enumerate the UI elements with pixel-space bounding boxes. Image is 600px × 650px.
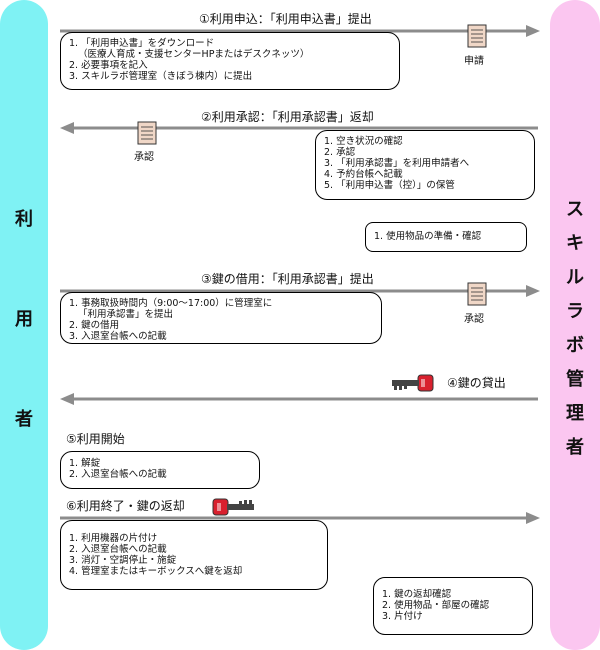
document-icon bbox=[467, 24, 487, 48]
step2-doc-caption: 承認 bbox=[134, 152, 154, 163]
step3-item-1: 1. 事務取扱時間内（9:00〜17:00）に管理室に bbox=[69, 298, 273, 309]
step6-user-box: 1. 利用機器の片付け 2. 入退室台帳への記載 3. 消灯・空調停止・施錠 4… bbox=[60, 520, 328, 590]
step2-item-5: 5. 「利用申込書（控）」の保管 bbox=[324, 180, 455, 191]
user-lane-char-3: 者 bbox=[15, 409, 33, 430]
step6-item-2: 2. 入退室台帳への記載 bbox=[69, 544, 167, 555]
step6-title: ⑥利用終了・鍵の返却 bbox=[66, 499, 185, 513]
step2-item-4: 4. 予約台帳へ記載 bbox=[324, 169, 403, 180]
user-lane-char-1: 利 bbox=[15, 209, 33, 230]
step6-return-item-2: 2. 使用物品・部屋の確認 bbox=[382, 600, 490, 611]
step5-title: ⑤利用開始 bbox=[66, 432, 125, 446]
step1-item-2: （医療人育成・支援センターHPまたはデスクネッツ） bbox=[69, 49, 310, 60]
manager-lane-char-5: ボ bbox=[566, 335, 584, 356]
step6-item-1: 1. 利用機器の片付け bbox=[69, 533, 158, 544]
step1-item-1: 1. 「利用申込書」をダウンロード bbox=[69, 38, 215, 49]
step6-item-4: 4. 管理室またはキーボックスへ鍵を返却 bbox=[69, 566, 243, 577]
step6-return-item-3: 3. 片付け bbox=[382, 611, 423, 622]
step3-title: ③鍵の借用：「利用承認書」提出 bbox=[201, 272, 374, 286]
step2-item-2: 2. 承認 bbox=[324, 147, 356, 158]
step5-item-1: 1. 解錠 bbox=[69, 458, 101, 469]
step1-user-box: 1. 「利用申込書」をダウンロード （医療人育成・支援センターHPまたはデスクネ… bbox=[60, 32, 400, 90]
step1-item-4: 3. スキルラボ管理室（きぼう棟内）に提出 bbox=[69, 71, 253, 82]
step6-item-3: 3. 消灯・空調停止・施錠 bbox=[69, 555, 177, 566]
document-icon bbox=[137, 121, 157, 145]
key-icon bbox=[392, 374, 434, 392]
step2-item-1: 1. 空き状況の確認 bbox=[324, 136, 403, 147]
step1-item-3: 2. 必要事項を記入 bbox=[69, 60, 148, 71]
step6-manager-box: 1. 鍵の返却確認 2. 使用物品・部屋の確認 3. 片付け bbox=[373, 577, 533, 635]
document-icon bbox=[467, 282, 487, 306]
step2-item-3: 3. 「利用承認書」を利用申請者へ bbox=[324, 158, 470, 169]
manager-lane-char-2: キ bbox=[566, 233, 584, 254]
manager-lane-char-8: 者 bbox=[566, 437, 584, 458]
step3-doc-caption: 承認 bbox=[464, 314, 484, 325]
step5-item-2: 2. 入退室台帳への記載 bbox=[69, 469, 167, 480]
step2-title: ②利用承認：「利用承認書」返却 bbox=[201, 110, 374, 124]
manager-lane-char-7: 理 bbox=[566, 403, 584, 424]
key-icon bbox=[212, 498, 254, 516]
manager-lane-char-1: ス bbox=[566, 199, 584, 220]
user-lane-char-2: 用 bbox=[15, 309, 33, 330]
step6-return-item-1: 1. 鍵の返却確認 bbox=[382, 589, 452, 600]
step5-user-box: 1. 解錠 2. 入退室台帳への記載 bbox=[60, 451, 260, 489]
user-lane: 利 用 者 bbox=[0, 0, 48, 650]
skill-lab-manager-lane: ス キ ル ラ ボ 管 理 者 bbox=[550, 0, 600, 650]
step2-prep-item-1: 1. 使用物品の準備・確認 bbox=[374, 231, 482, 242]
manager-lane-char-4: ラ bbox=[566, 301, 584, 322]
step3-item-4: 3. 入退室台帳への記載 bbox=[69, 331, 167, 342]
step1-doc-caption: 申請 bbox=[464, 56, 484, 67]
step3-item-2: 「利用承認書」を提出 bbox=[69, 309, 174, 320]
step2-prep-box: 1. 使用物品の準備・確認 bbox=[365, 222, 527, 252]
step1-title: ①利用申込：「利用申込書」提出 bbox=[199, 12, 372, 26]
manager-lane-char-3: ル bbox=[566, 267, 584, 288]
step2-manager-box: 1. 空き状況の確認 2. 承認 3. 「利用承認書」を利用申請者へ 4. 予約… bbox=[315, 130, 535, 200]
manager-lane-char-6: 管 bbox=[566, 369, 584, 390]
step3-item-3: 2. 鍵の借用 bbox=[69, 320, 120, 331]
step4-title: ④鍵の貸出 bbox=[447, 376, 506, 390]
step3-user-box: 1. 事務取扱時間内（9:00〜17:00）に管理室に 「利用承認書」を提出 2… bbox=[60, 292, 382, 344]
